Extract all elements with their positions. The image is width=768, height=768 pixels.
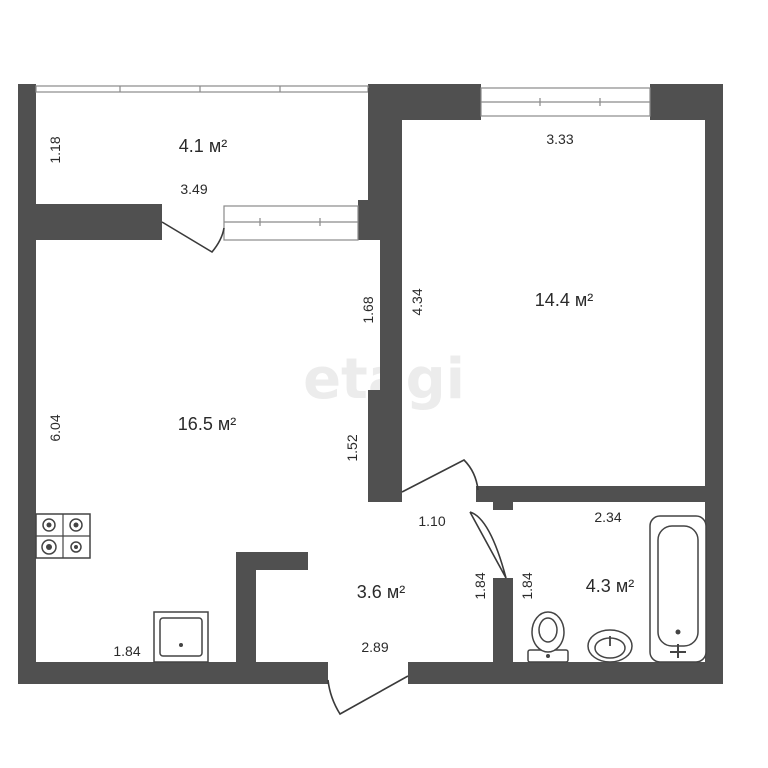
bathroom-door: [469, 511, 507, 579]
hall-wall-left: [236, 552, 256, 684]
toilet-icon: [527, 611, 569, 663]
hall-door-dim: 1.10: [418, 513, 445, 529]
hall-width-dim: 2.89: [361, 639, 388, 655]
bedroom-width-dim: 3.33: [546, 131, 573, 147]
hall-height-dim: 1.84: [472, 572, 488, 599]
entrance-door: [327, 675, 409, 716]
balcony-window: [35, 85, 369, 93]
outer-wall-top-right: [650, 84, 723, 120]
outer-wall-bottom-right: [408, 662, 723, 684]
balcony-door: [161, 221, 225, 254]
living-area: 16.5 м²: [178, 414, 236, 434]
outer-wall-bottom-left: [18, 662, 328, 684]
outer-wall-left: [18, 84, 36, 684]
balcony-wall-left: [36, 204, 162, 240]
bedroom-area: 14.4 м²: [535, 290, 593, 310]
bedroom-wall-left: [380, 120, 402, 400]
bath-width-dim: 2.34: [594, 509, 621, 525]
balcony-corner: [18, 84, 36, 88]
balcony-width-dim: 3.49: [180, 181, 207, 197]
bathroom-wall-left: [493, 578, 513, 684]
stove-icon: [35, 513, 91, 559]
balcony-inner-window: [223, 205, 359, 241]
living-wall-lower-dim: 1.52: [344, 434, 360, 461]
living-wall-upper-dim: 1.68: [360, 296, 376, 323]
bedroom-door: [401, 459, 479, 493]
bathtub-icon: [649, 515, 707, 663]
bathroom-door-jamb: [493, 502, 513, 510]
balcony-area: 4.1 м²: [179, 136, 227, 156]
bedroom-window: [480, 87, 651, 117]
living-height-dim: 6.04: [47, 414, 63, 441]
balcony-height-dim: 1.18: [47, 136, 63, 163]
bathroom-area: 4.3 м²: [586, 576, 634, 596]
hall-area: 3.6 м²: [357, 582, 405, 602]
bathroom-wall-top: [476, 486, 723, 502]
interior-walls: [36, 88, 723, 684]
bath-height-dim: 1.84: [519, 572, 535, 599]
bedroom-height-dim: 4.34: [409, 288, 425, 315]
outer-wall-right: [705, 84, 723, 684]
washbasin-icon: [587, 629, 633, 663]
kitchen-sink-icon: [153, 611, 209, 663]
doors: [161, 221, 507, 716]
kitchen-width-dim: 1.84: [113, 643, 140, 659]
bedroom-wall-lower: [368, 390, 402, 502]
